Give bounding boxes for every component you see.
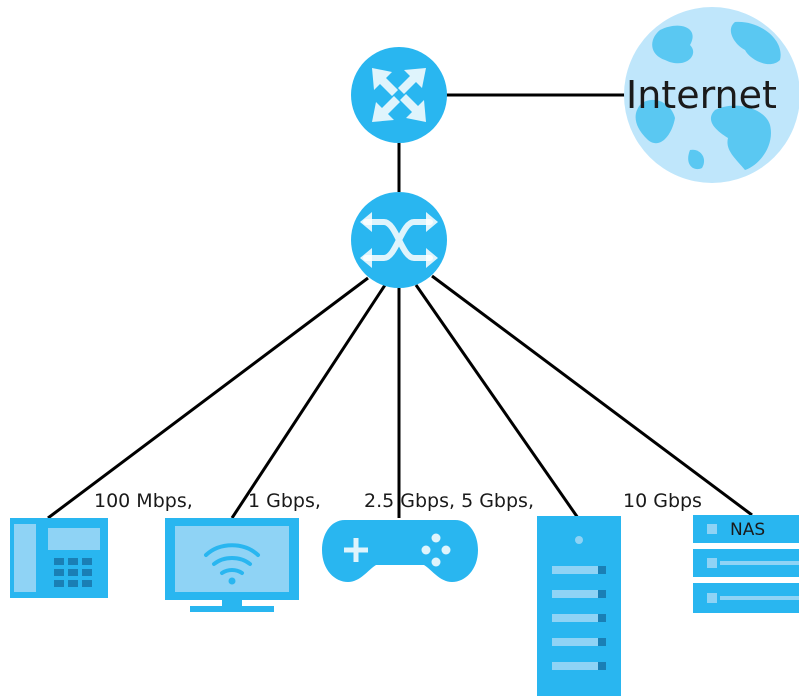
phone-speed-label: 100 Mbps,: [94, 490, 193, 512]
switch-tv-link: [230, 284, 387, 519]
switch-phone-link: [47, 276, 369, 520]
switch-icon: [351, 192, 447, 288]
switch-server-link: [414, 284, 580, 519]
server-icon: [537, 516, 621, 696]
switch-nas-link: [431, 274, 753, 517]
nas-icon: [693, 515, 799, 613]
smart-tv-icon: [165, 518, 299, 612]
router-icon: [351, 47, 447, 143]
nas-label: NAS: [730, 520, 766, 540]
tv-speed-label: 1 Gbps,: [248, 490, 321, 512]
server-speed-label: 10 Gbps: [623, 490, 702, 512]
internet-label: Internet: [626, 73, 777, 117]
console-speed-label: 2.5 Gbps, 5 Gbps,: [364, 490, 534, 512]
connection-lines: [47, 93, 753, 520]
wifi-icon: [204, 543, 260, 575]
internet-globe-icon: [624, 7, 799, 183]
desk-phone-icon: [10, 518, 108, 598]
game-controller-icon: [322, 520, 478, 582]
